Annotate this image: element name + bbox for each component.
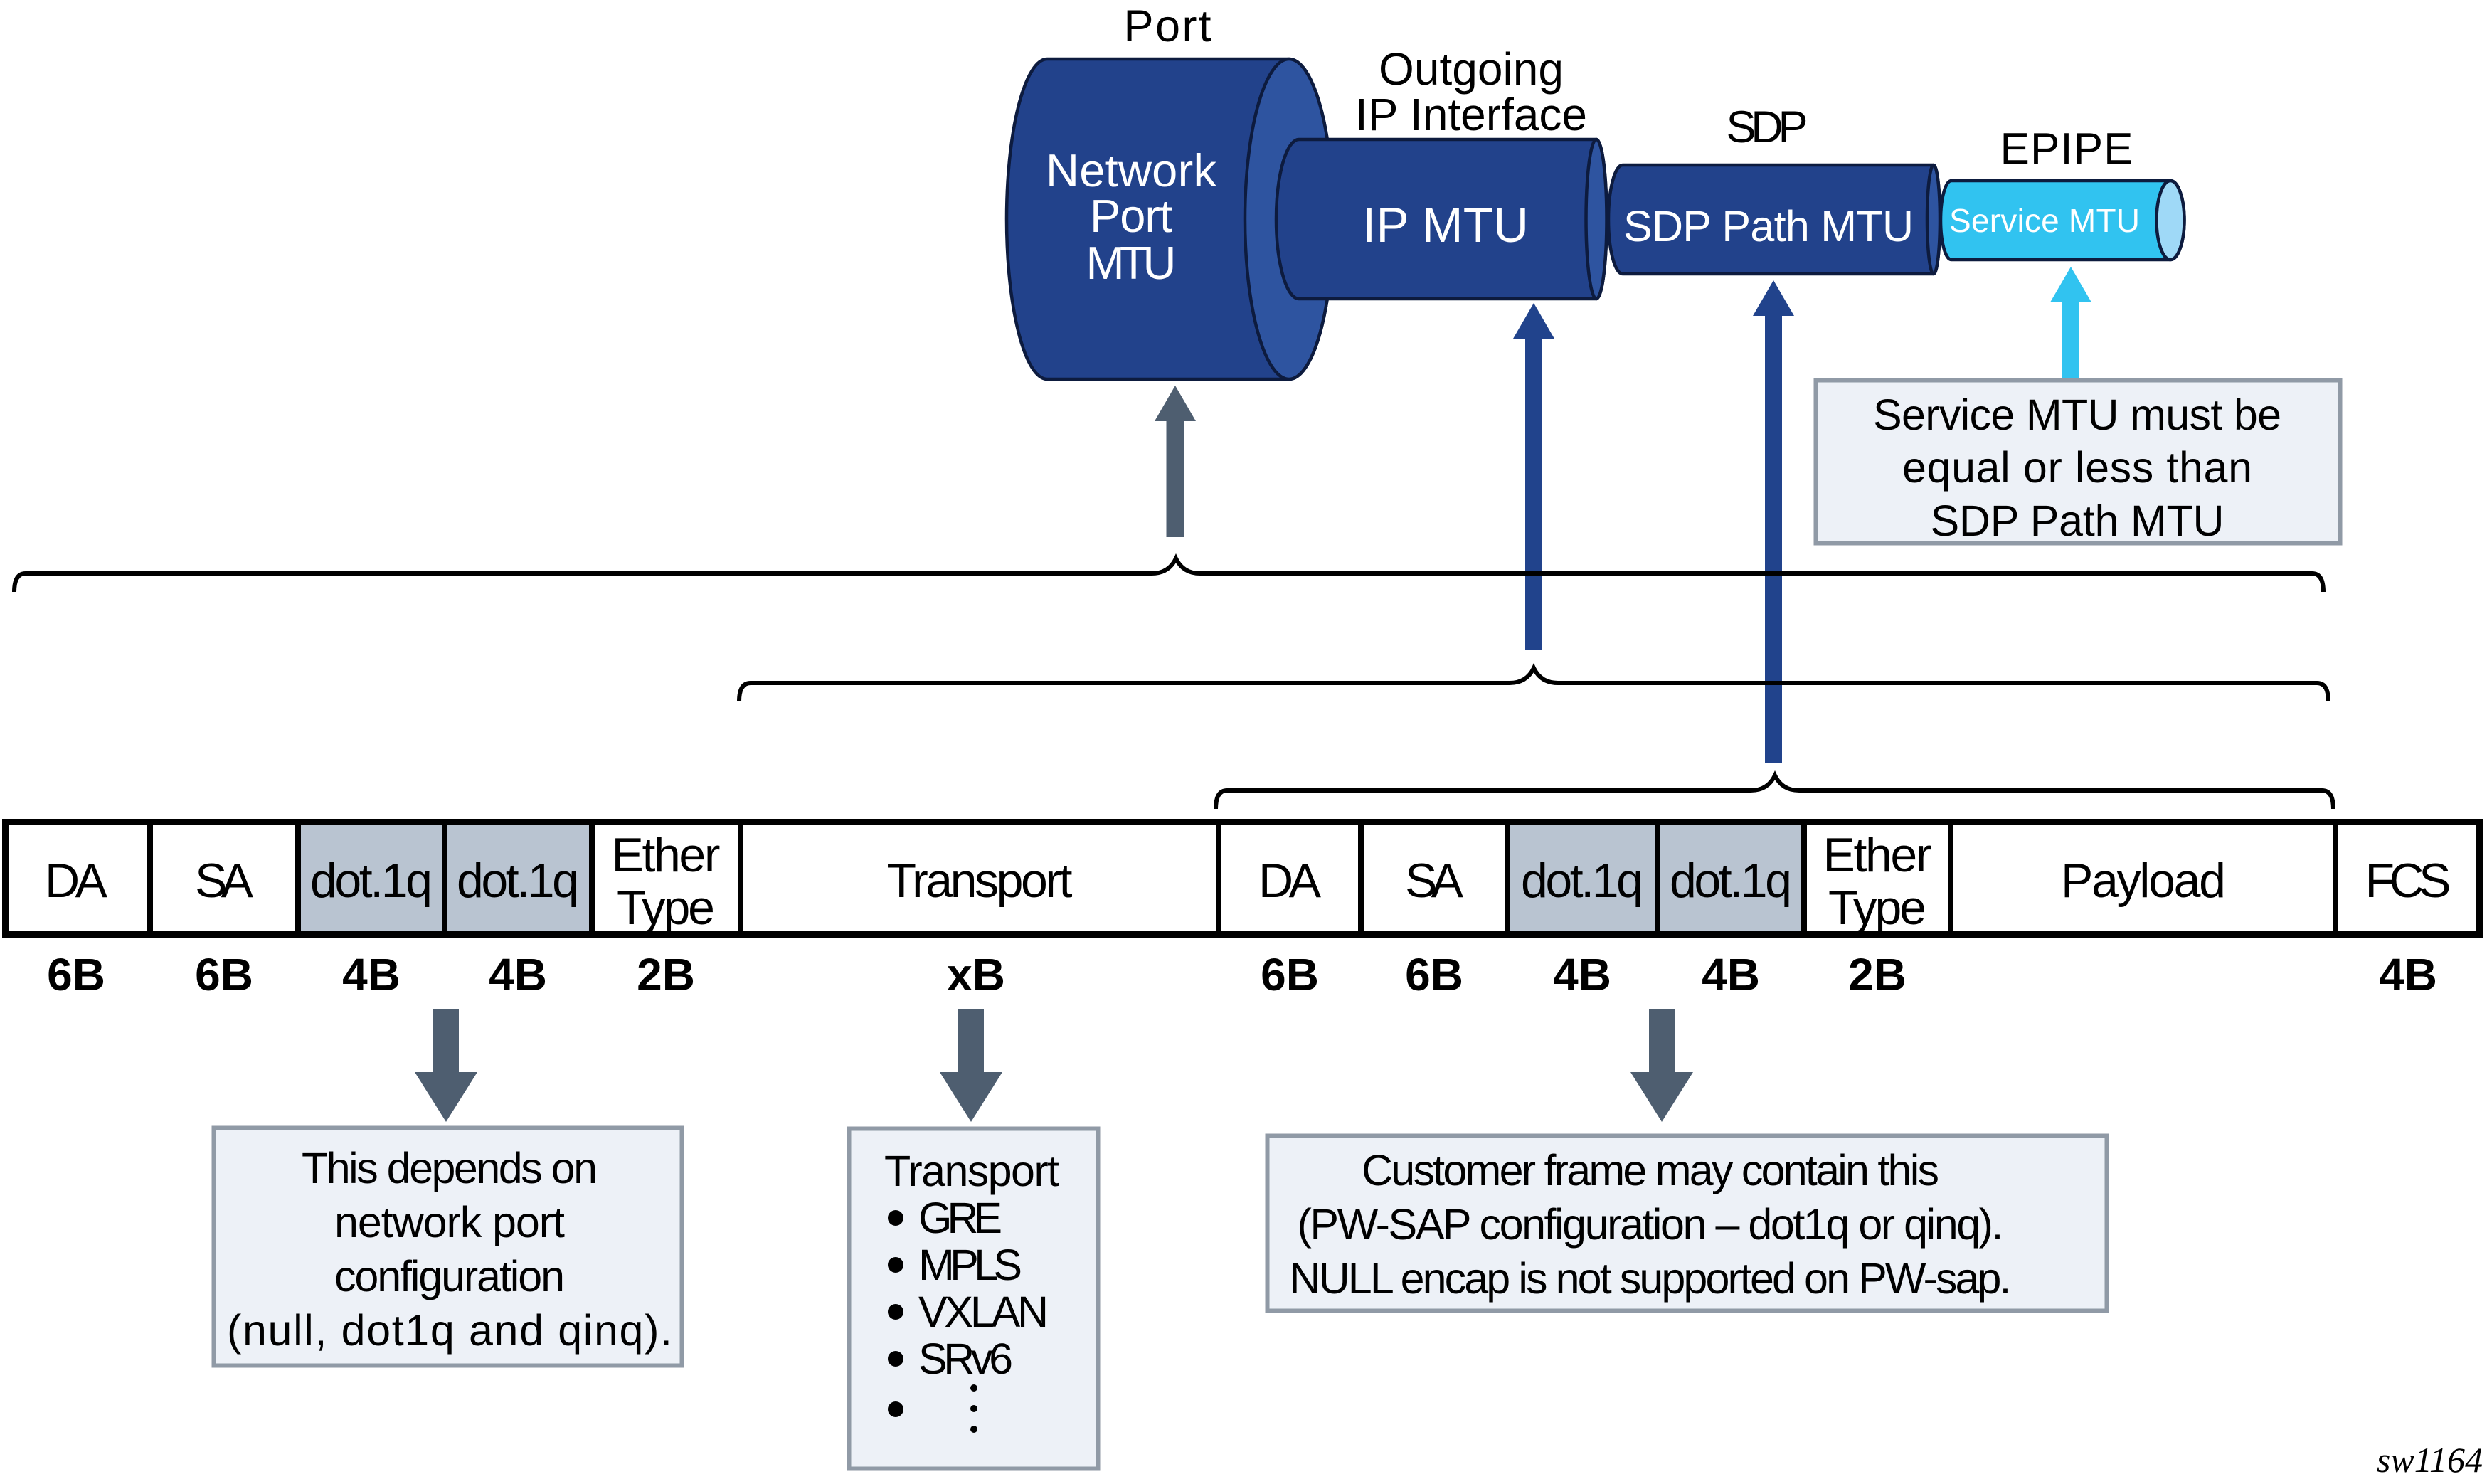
svg-text:sw1164: sw1164 bbox=[2377, 1440, 2483, 1480]
svg-text:Payload: Payload bbox=[2061, 854, 2226, 908]
svg-text:SA: SA bbox=[195, 854, 254, 908]
svg-text:2B: 2B bbox=[1848, 949, 1907, 1000]
svg-text:Type: Type bbox=[1828, 881, 1926, 935]
svg-text:SA: SA bbox=[1405, 854, 1464, 908]
svg-text:SDP: SDP bbox=[1727, 102, 1808, 152]
svg-text:Type: Type bbox=[617, 881, 715, 935]
svg-text:Transport: Transport bbox=[887, 854, 1073, 908]
svg-text:xB: xB bbox=[947, 949, 1005, 1000]
svg-text:Network: Network bbox=[1046, 144, 1217, 196]
svg-text:Port: Port bbox=[1090, 190, 1172, 242]
svg-text:Ether: Ether bbox=[1823, 828, 1932, 882]
svg-text:Transport: Transport bbox=[884, 1147, 1059, 1195]
svg-text:Customer frame may contain thi: Customer frame may contain this bbox=[1362, 1146, 1939, 1194]
svg-text:Ether: Ether bbox=[612, 828, 721, 882]
svg-text:IP Interface: IP Interface bbox=[1355, 89, 1587, 140]
svg-text:(null, dot1q and qinq).: (null, dot1q and qinq). bbox=[227, 1306, 672, 1355]
svg-text:4B: 4B bbox=[342, 949, 401, 1000]
svg-text:MPLS: MPLS bbox=[918, 1241, 1022, 1289]
svg-text:EPIPE: EPIPE bbox=[2000, 124, 2133, 174]
svg-text:GRE: GRE bbox=[918, 1194, 1002, 1242]
svg-text:SRv6: SRv6 bbox=[918, 1335, 1013, 1383]
svg-text:DA: DA bbox=[1258, 854, 1322, 908]
svg-text:network port: network port bbox=[334, 1198, 565, 1246]
svg-text:dot.1q: dot.1q bbox=[457, 854, 579, 908]
svg-text:Service MTU: Service MTU bbox=[1949, 202, 2140, 239]
svg-text:dot.1q: dot.1q bbox=[310, 854, 433, 908]
svg-text:4B: 4B bbox=[1553, 949, 1611, 1000]
svg-text:4B: 4B bbox=[2379, 949, 2437, 1000]
svg-text:configuration: configuration bbox=[334, 1252, 565, 1300]
svg-text:6B: 6B bbox=[47, 949, 105, 1000]
svg-text:Service MTU must be: Service MTU must be bbox=[1873, 391, 2281, 439]
svg-text:NULL encap is not supported on: NULL encap is not supported on PW-sap. bbox=[1290, 1254, 2012, 1303]
svg-text:Outgoing: Outgoing bbox=[1379, 43, 1564, 95]
svg-text:equal or less than: equal or less than bbox=[1902, 443, 2252, 492]
svg-text:DA: DA bbox=[45, 854, 108, 908]
svg-text:IP MTU: IP MTU bbox=[1362, 198, 1529, 253]
svg-text:This depends on: This depends on bbox=[302, 1144, 598, 1192]
svg-text:Port: Port bbox=[1124, 1, 1211, 51]
svg-text:VXLAN: VXLAN bbox=[918, 1288, 1049, 1336]
svg-text:6B: 6B bbox=[1405, 949, 1463, 1000]
svg-text:4B: 4B bbox=[489, 949, 547, 1000]
svg-text:6B: 6B bbox=[195, 949, 253, 1000]
svg-text:MTU: MTU bbox=[1086, 237, 1177, 289]
svg-text:SDP Path MTU: SDP Path MTU bbox=[1931, 497, 2224, 545]
svg-text:dot.1q: dot.1q bbox=[1670, 854, 1792, 908]
svg-text:2B: 2B bbox=[637, 949, 695, 1000]
svg-text:4B: 4B bbox=[1702, 949, 1760, 1000]
svg-text:6B: 6B bbox=[1261, 949, 1319, 1000]
svg-text:(PW-SAP configuration – dot1q: (PW-SAP configuration – dot1q or qinq). bbox=[1298, 1200, 2004, 1249]
svg-text:SDP Path MTU: SDP Path MTU bbox=[1623, 202, 1914, 250]
svg-text:FCS: FCS bbox=[2365, 854, 2451, 908]
svg-text:dot.1q: dot.1q bbox=[1521, 854, 1643, 908]
